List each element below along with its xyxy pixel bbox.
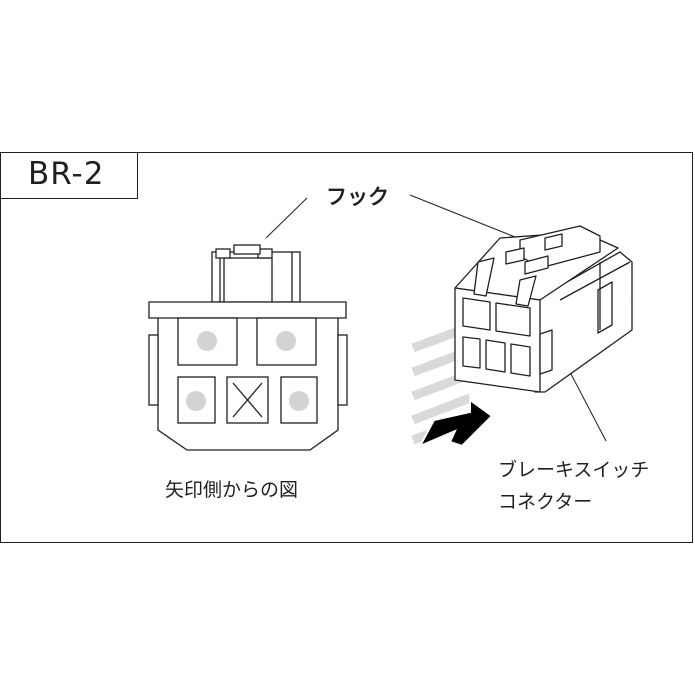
- pin-dot: [276, 331, 296, 351]
- connector-leader: [570, 373, 607, 442]
- pin-dots: [186, 331, 309, 411]
- pin-dot: [186, 391, 206, 411]
- connector-perspective-view: [454, 225, 633, 393]
- pin-dot: [289, 391, 309, 411]
- connector-front-view: [148, 244, 348, 451]
- front-view-caption: 矢印側からの図: [165, 479, 299, 501]
- connector-name-line1: ブレーキスイッチ: [498, 459, 650, 481]
- empty-cavity-cross: [232, 382, 263, 418]
- connector-code-label: BR-2: [28, 156, 105, 192]
- connector-name-line2: コネクター: [498, 491, 593, 513]
- connector-code-box: [0, 152, 138, 199]
- hook-leader-left: [265, 197, 308, 239]
- insertion-arrow-icon: [417, 398, 494, 449]
- diagram-frame: [0, 152, 693, 543]
- hook-label: フック: [326, 185, 389, 209]
- pin-dot: [197, 331, 217, 351]
